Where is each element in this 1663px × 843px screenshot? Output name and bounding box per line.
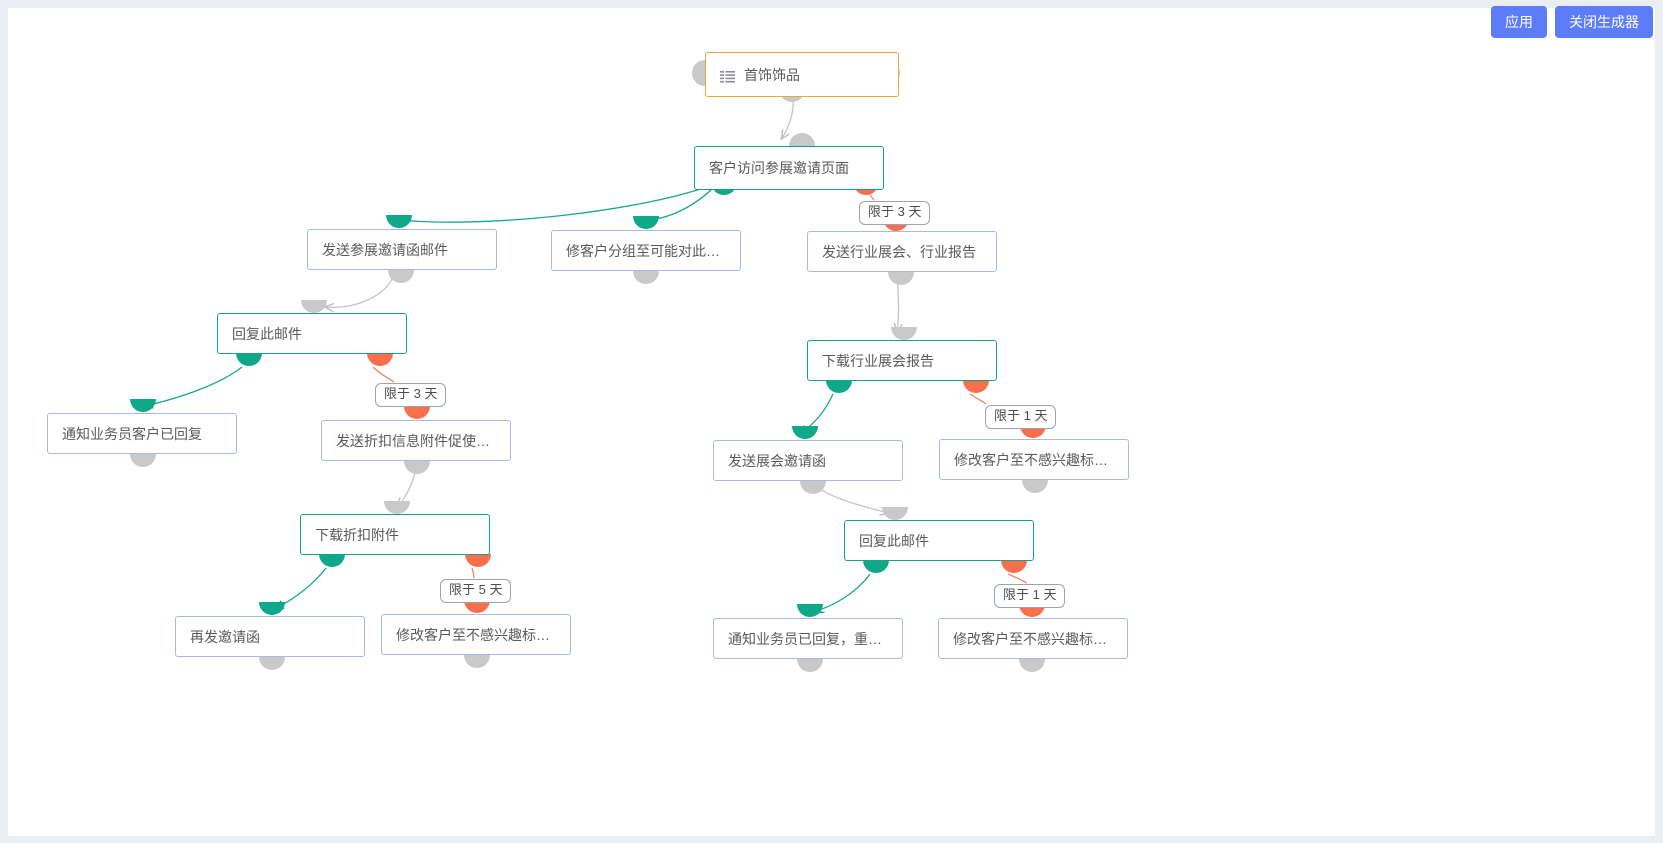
flow-node[interactable]: 下载行业展会报告 [807, 340, 997, 381]
flow-canvas[interactable]: 首饰饰品 客户访问参展邀请页面 发送参展邀请函邮件 修客户分组至可能对此展会..… [8, 8, 1655, 836]
flow-node[interactable]: 回复此邮件 [844, 520, 1034, 561]
connector-dot-out[interactable] [1022, 480, 1048, 493]
connector-dot-out[interactable] [800, 481, 826, 494]
flow-node[interactable]: 再发邀请函 [175, 616, 365, 657]
edge-label-delay[interactable]: 限于 3 天 [859, 201, 931, 225]
edge-label-delay[interactable]: 限于 3 天 [375, 383, 447, 407]
connector-dot-out[interactable] [797, 659, 823, 672]
connector-dot-yes[interactable] [259, 602, 285, 615]
connector-dot-in[interactable] [692, 60, 705, 86]
flow-node-label: 回复此邮件 [232, 325, 302, 342]
edge-label-delay[interactable]: 限于 1 天 [985, 405, 1057, 429]
flow-node-label: 修改客户至不感兴趣标签组 [954, 451, 1114, 468]
flow-node[interactable]: 通知业务员已回复，重点跟... [713, 618, 903, 659]
connector-dot-yes[interactable] [633, 216, 659, 229]
connector-dot-in[interactable] [384, 501, 410, 514]
connector-dot-in[interactable] [789, 133, 815, 146]
connector-dot-no[interactable] [367, 353, 393, 366]
edge-label-delay[interactable]: 限于 5 天 [440, 579, 512, 603]
connector-dot-yes[interactable] [797, 604, 823, 617]
flow-node[interactable]: 客户访问参展邀请页面 [694, 146, 884, 190]
flow-node-label: 回复此邮件 [859, 532, 929, 549]
connector-dot-yes[interactable] [863, 560, 889, 573]
close-generator-button[interactable]: 关闭生成器 [1555, 6, 1653, 38]
generator-toolbar: 应用 关闭生成器 [1491, 6, 1653, 38]
flow-node[interactable]: 修改客户至不感兴趣标签组 [381, 614, 571, 655]
flow-node-label: 修改客户至不感兴趣标签组 [396, 626, 556, 643]
connector-dot-in[interactable] [882, 507, 908, 520]
flow-node-label: 通知业务员已回复，重点跟... [728, 630, 888, 647]
connector-dot-out[interactable] [888, 272, 914, 285]
flow-node-label: 发送展会邀请函 [728, 452, 826, 469]
edge-label-delay[interactable]: 限于 1 天 [994, 584, 1066, 608]
flow-node-label: 下载折扣附件 [315, 526, 399, 543]
flow-node[interactable]: 通知业务员客户已回复 [47, 413, 237, 454]
flow-node[interactable]: 修改客户至不感兴趣标签组 [939, 439, 1129, 480]
flow-node-label: 修客户分组至可能对此展会... [566, 242, 726, 259]
connector-dot-out[interactable] [464, 655, 490, 668]
flow-node[interactable]: 修改客户至不感兴趣标签组 [938, 618, 1128, 659]
flow-node-label: 发送折扣信息附件促使客户... [336, 432, 496, 449]
connector-dot-yes[interactable] [130, 399, 156, 412]
connector-dot-out[interactable] [259, 657, 285, 670]
flow-node[interactable]: 发送折扣信息附件促使客户... [321, 420, 511, 461]
flow-node[interactable]: 修客户分组至可能对此展会... [551, 230, 741, 271]
connector-dot-no[interactable] [1001, 560, 1027, 573]
apply-button[interactable]: 应用 [1491, 6, 1547, 38]
connector-dot-yes[interactable] [792, 426, 818, 439]
flow-node-label: 发送参展邀请函邮件 [322, 241, 448, 258]
flow-node[interactable]: 发送参展邀请函邮件 [307, 229, 497, 270]
connector-dot-out[interactable] [130, 454, 156, 467]
connector-dot-yes[interactable] [826, 380, 852, 393]
flow-node[interactable]: 下载折扣附件 [300, 514, 490, 555]
list-icon [720, 70, 735, 82]
connector-dot-in[interactable] [301, 300, 327, 313]
flow-node-label: 通知业务员客户已回复 [62, 425, 202, 442]
connector-dot-no[interactable] [464, 600, 490, 613]
flow-node-label: 修改客户至不感兴趣标签组 [953, 630, 1113, 647]
connector-dot-in[interactable] [891, 327, 917, 340]
flow-node-root[interactable]: 首饰饰品 [705, 52, 899, 97]
connector-dot-out[interactable] [1019, 659, 1045, 672]
connector-dot-no[interactable] [465, 554, 491, 567]
flow-node[interactable]: 发送展会邀请函 [713, 440, 903, 481]
flow-node-label: 再发邀请函 [190, 628, 260, 645]
flow-node-label: 下载行业展会报告 [822, 352, 934, 369]
flow-node[interactable]: 发送行业展会、行业报告 [807, 231, 997, 272]
flow-edges [8, 88, 1031, 836]
flow-node-label: 客户访问参展邀请页面 [709, 160, 849, 176]
connector-dot-yes[interactable] [319, 554, 345, 567]
connector-dot-out[interactable] [633, 271, 659, 284]
connector-dot-no[interactable] [404, 406, 430, 419]
connector-dot-yes[interactable] [236, 353, 262, 366]
connector-dot-no[interactable] [963, 380, 989, 393]
connector-dot-out[interactable] [404, 461, 430, 474]
flow-node[interactable]: 回复此邮件 [217, 313, 407, 354]
flow-node-label: 首饰饰品 [744, 66, 800, 83]
connector-dot-out[interactable] [388, 270, 414, 283]
connector-dot-yes[interactable] [386, 215, 412, 228]
flow-node-label: 发送行业展会、行业报告 [822, 243, 976, 260]
